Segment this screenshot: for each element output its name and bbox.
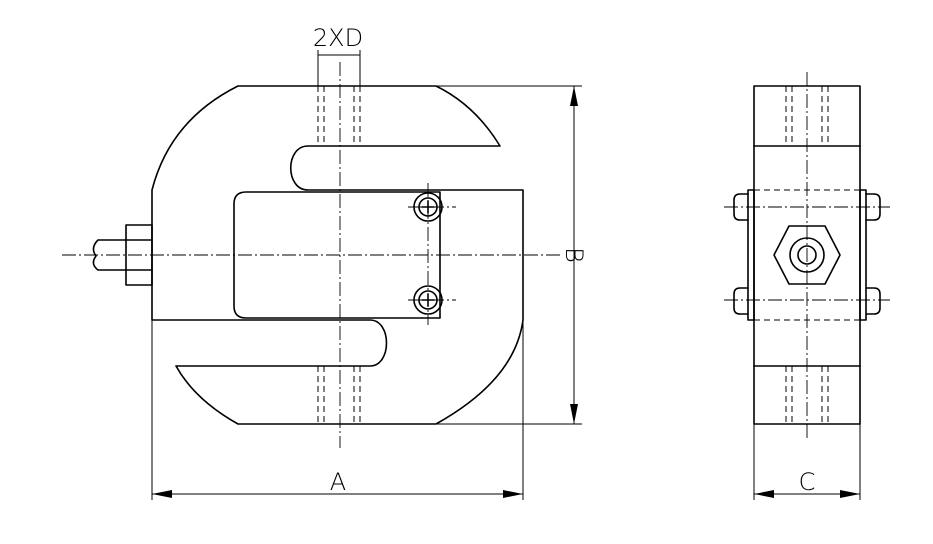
side-view	[724, 72, 890, 440]
dimension-b: B	[436, 85, 588, 425]
front-inner-window	[233, 191, 441, 319]
side-screw-bottom-right	[865, 287, 881, 315]
dim-label-a: A	[330, 468, 346, 496]
dim-label-b: B	[560, 247, 588, 263]
dim-label-2xd: 2XD	[313, 24, 363, 52]
dimension-c: C	[753, 424, 861, 500]
dimension-a: A	[151, 320, 524, 500]
dim-label-c: C	[799, 468, 816, 496]
dimension-2xd: 2XD	[313, 24, 363, 86]
side-screw-bottom-left	[733, 287, 749, 315]
front-view	[62, 62, 560, 448]
